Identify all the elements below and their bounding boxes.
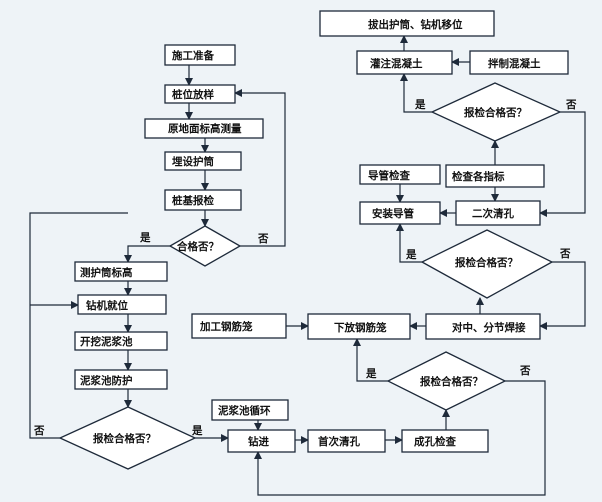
edge-decision1-no xyxy=(234,89,286,247)
decision-report-top-label: 报检合格否？ xyxy=(464,106,527,119)
node-first-clean: 首次清孔 xyxy=(307,429,386,453)
node-first-clean-label: 首次清孔 xyxy=(318,435,360,448)
node-hole-check: 成孔检查 xyxy=(401,429,489,453)
node-pit-protect-label: 泥浆池防护 xyxy=(80,374,133,387)
node-pipe-check-label: 导管检查 xyxy=(368,169,410,182)
node-mix: 拌制混凝土 xyxy=(469,50,569,75)
node-hole-check-label: 成孔检查 xyxy=(414,435,456,448)
edge-labels: 是 否 否 是 是 否 是 否 是 否 xyxy=(33,99,577,437)
node-check-indices-label: 检查各指标 xyxy=(452,170,505,183)
node-align-weld-label: 对中、分节焊接 xyxy=(452,321,526,334)
node-second-clean: 二次清孔 xyxy=(455,200,541,226)
node-ground-measure: 原地面标高测量 xyxy=(144,118,264,139)
node-pour: 灌注混凝土 xyxy=(356,50,453,75)
edge-top-decision-yes xyxy=(400,73,432,113)
node-measure-casing-label: 测护筒标高 xyxy=(80,266,133,279)
node-rebar-process: 加工钢筋笼 xyxy=(191,313,287,339)
decision-qualified-1-label: 合格否？ xyxy=(176,240,219,253)
node-prepare-label: 施工准备 xyxy=(172,49,214,62)
decision-report-mid-label: 报检合格否？ xyxy=(420,375,483,388)
node-prepare: 施工准备 xyxy=(164,44,236,66)
edge-top-decision-no xyxy=(539,111,586,217)
node-mud-cycle-label: 泥浆池循环 xyxy=(218,404,271,417)
node-pile-check-label: 桩基报检 xyxy=(172,194,214,207)
edge-left-decision-no xyxy=(29,212,128,439)
node-second-clean-label: 二次清孔 xyxy=(472,207,514,220)
decision-report-right-label: 报检合格否？ xyxy=(455,256,518,269)
node-dig-pit-label: 开挖泥浆池 xyxy=(80,335,133,348)
label-yes-left-decision: 是 xyxy=(191,425,203,437)
node-measure-casing: 测护筒标高 xyxy=(74,261,168,282)
node-pile-layout: 桩位放样 xyxy=(164,84,236,104)
label-yes-mid-decision: 是 xyxy=(365,368,377,380)
edge-right-decision-no xyxy=(539,261,586,330)
node-rig-position-label: 钻机就位 xyxy=(86,299,128,312)
edges xyxy=(29,35,586,496)
node-bury-casing: 埋设护筒 xyxy=(164,151,242,171)
node-install-pipe-label: 安装导管 xyxy=(372,207,414,220)
label-yes-top-decision: 是 xyxy=(414,99,426,111)
decision-report-left-label: 报检合格否？ xyxy=(93,432,156,445)
node-lower-cage-label: 下放钢筋笼 xyxy=(334,321,387,334)
node-align-weld: 对中、分节焊接 xyxy=(425,313,541,340)
node-rebar-process-label: 加工钢筋笼 xyxy=(199,320,253,333)
node-bury-casing-label: 埋设护筒 xyxy=(172,155,214,168)
edge-decision1-yes xyxy=(124,245,172,263)
edge-mid-decision-yes xyxy=(353,338,388,382)
node-dig-pit: 开挖泥浆池 xyxy=(74,331,168,351)
label-no-top-decision: 否 xyxy=(565,99,577,111)
node-drilling: 钻进 xyxy=(227,429,296,453)
node-pull-casing: 拔出护筒、钻机移位 xyxy=(319,10,495,37)
node-pit-protect: 泥浆池防护 xyxy=(74,369,168,390)
label-no-mid-decision: 否 xyxy=(519,365,531,377)
label-no-left-decision: 否 xyxy=(33,425,45,437)
decision-report-right: 报检合格否？ xyxy=(420,229,554,299)
node-check-indices: 检查各指标 xyxy=(445,164,545,188)
node-drilling-label: 钻进 xyxy=(248,435,269,448)
node-pour-label: 灌注混凝土 xyxy=(370,57,423,70)
nodes: 施工准备 桩位放样 原地面标高测量 埋设护筒 桩基报检 合格否？ 测护筒标高 xyxy=(58,10,569,470)
node-pipe-check: 导管检查 xyxy=(359,164,441,185)
decision-qualified-1: 合格否？ xyxy=(168,225,242,267)
node-pile-check: 桩基报检 xyxy=(164,189,242,211)
node-pile-layout-label: 桩位放样 xyxy=(172,88,214,101)
node-pull-casing-label: 拔出护筒、钻机移位 xyxy=(368,18,463,31)
edge-mid-decision-no xyxy=(254,380,546,496)
node-ground-measure-label: 原地面标高测量 xyxy=(168,122,242,135)
label-yes-decision1: 是 xyxy=(139,232,151,244)
node-install-pipe: 安装导管 xyxy=(359,201,441,225)
node-rig-position: 钻机就位 xyxy=(77,294,167,315)
label-yes-right-decision: 是 xyxy=(405,249,417,261)
edge-right-decision-yes xyxy=(396,223,422,263)
decision-report-top: 报检合格否？ xyxy=(430,82,562,142)
node-mud-cycle: 泥浆池循环 xyxy=(211,399,289,421)
node-lower-cage: 下放钢筋笼 xyxy=(307,313,411,340)
label-no-right-decision: 否 xyxy=(559,248,571,260)
label-no-decision1: 否 xyxy=(257,233,269,245)
decision-report-mid: 报检合格否？ xyxy=(386,351,507,411)
node-mix-label: 拌制混凝土 xyxy=(488,57,541,70)
decision-report-left: 报检合格否？ xyxy=(58,406,197,470)
